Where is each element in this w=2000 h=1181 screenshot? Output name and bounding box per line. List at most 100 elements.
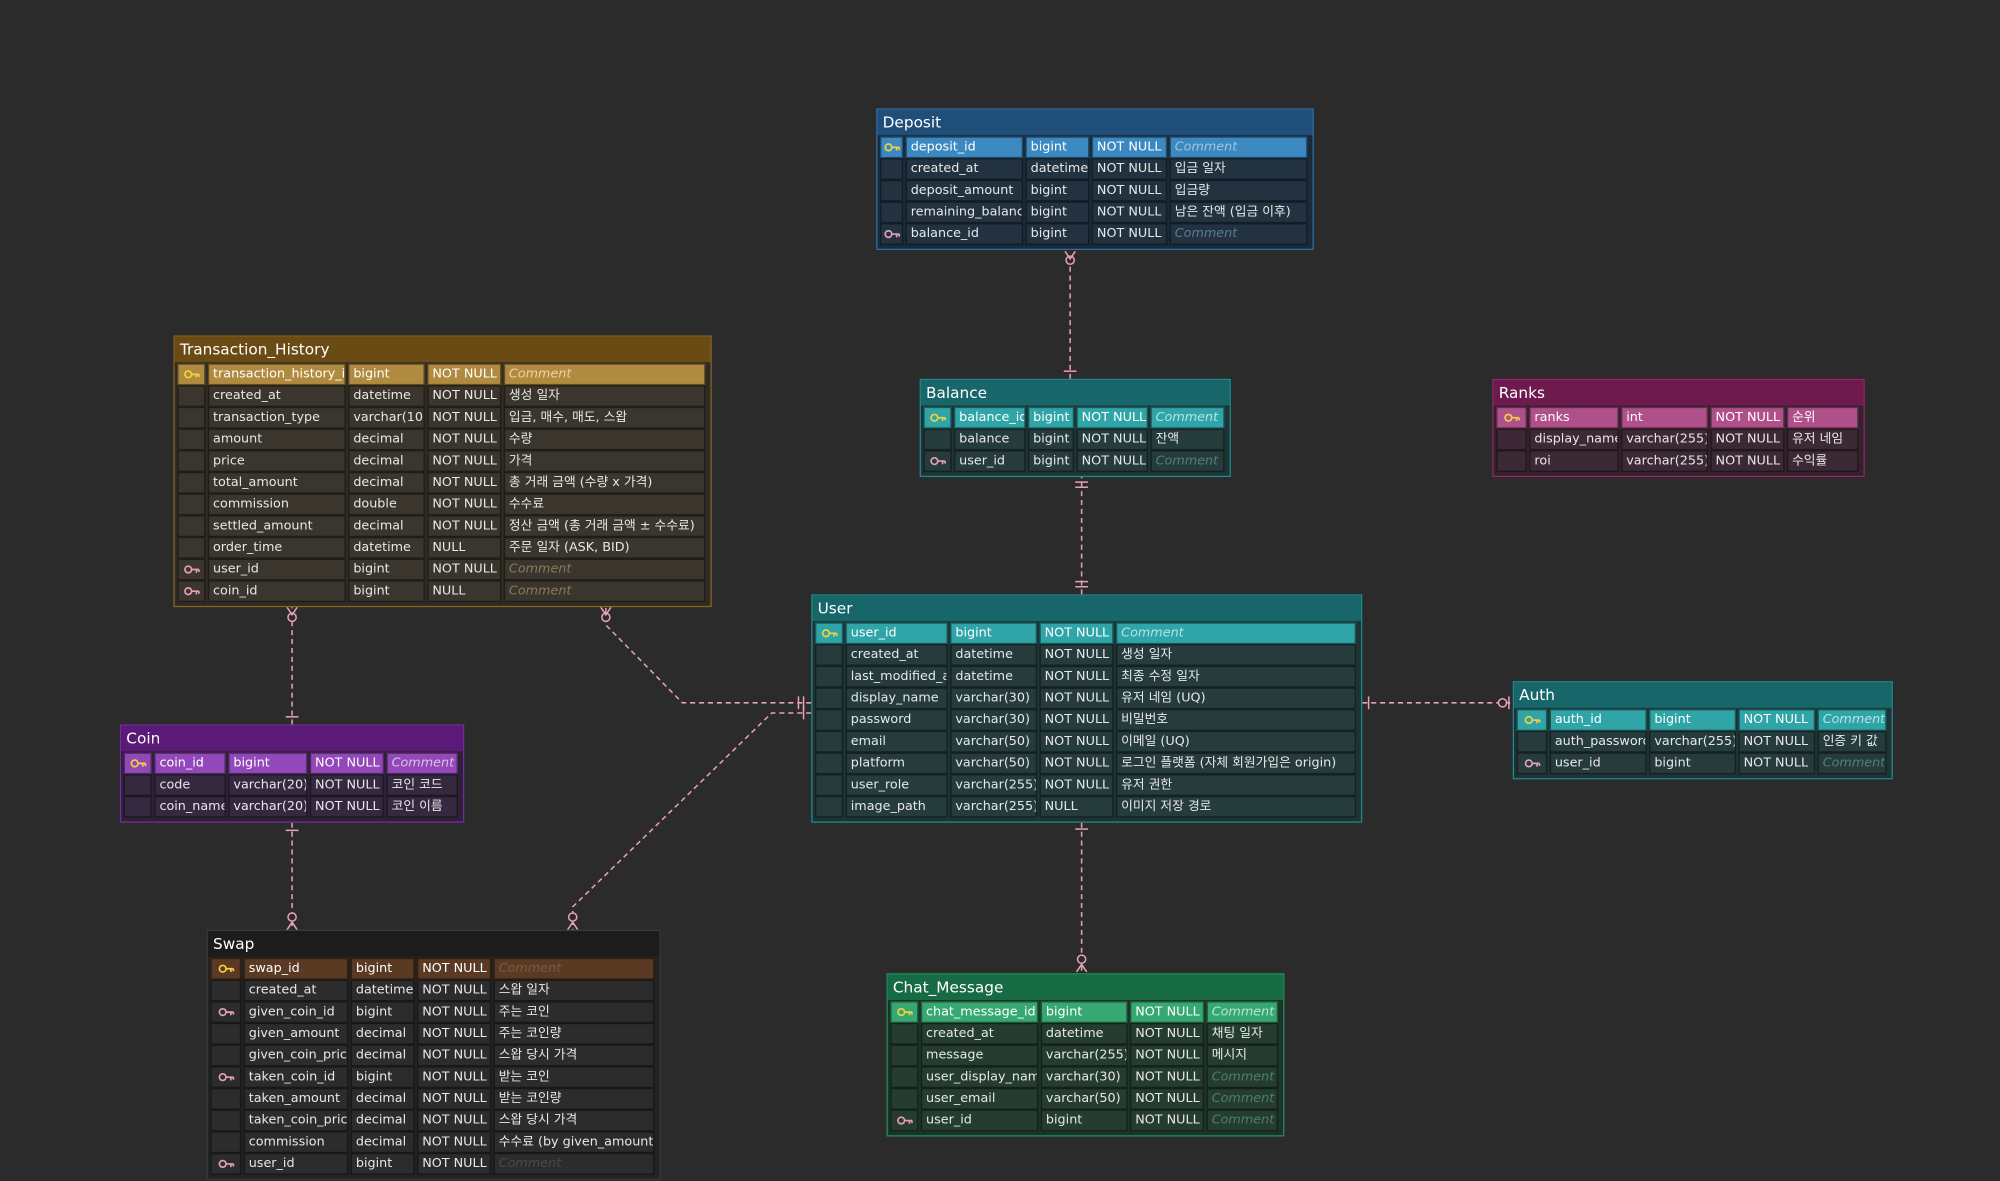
column-comment: 이메일 (UQ) — [1116, 730, 1356, 753]
column-nullability: NOT NULL — [417, 1153, 492, 1175]
column-name: taken_amount — [243, 1088, 349, 1110]
column-name: price — [207, 450, 346, 472]
column-name: coin_name — [154, 795, 226, 818]
key-cell — [815, 752, 844, 775]
key-cell — [177, 428, 206, 451]
column-type: varchar(50) — [950, 752, 1037, 775]
column-type: bigint — [1025, 223, 1090, 245]
column-comment: 스왑 당시 가격 — [493, 1109, 655, 1132]
key-cell — [210, 1044, 242, 1067]
column-type: varchar(255) — [1649, 730, 1736, 753]
column-nullability: NOT NULL — [417, 957, 492, 980]
primary-key-icon — [1516, 709, 1548, 731]
rel-user-balance — [1075, 477, 1089, 595]
column-name: user_role — [845, 774, 948, 796]
key-cell — [123, 774, 152, 796]
column-nullability: NOT NULL — [427, 471, 502, 494]
column-comment: 입금량 — [1169, 179, 1308, 202]
column-comment: 순위 — [1786, 406, 1859, 429]
column-nullability: NOT NULL — [417, 1001, 492, 1023]
column-type: datetime — [348, 536, 425, 559]
column-comment: 잔액 — [1150, 428, 1225, 451]
column-type: bigint — [1028, 450, 1074, 472]
key-cell — [177, 536, 206, 559]
column-comment: 유저 네임 — [1786, 428, 1859, 451]
column-name: deposit_id — [905, 136, 1023, 159]
column-nullability: NOT NULL — [417, 1131, 492, 1154]
column-nullability: NOT NULL — [417, 1022, 492, 1045]
column-nullability: NOT NULL — [1710, 428, 1785, 451]
column-name: created_at — [920, 1022, 1039, 1045]
column-nullability: NULL — [1039, 795, 1114, 818]
column-type: varchar(255) — [1621, 450, 1708, 472]
column-type: bigint — [1025, 179, 1090, 202]
key-cell — [880, 158, 904, 180]
column-comment: 생성 일자 — [503, 385, 706, 407]
column-comment: 주는 코인 — [493, 1001, 655, 1023]
column-comment: 남은 잔액 (입금 이후) — [1169, 201, 1308, 224]
